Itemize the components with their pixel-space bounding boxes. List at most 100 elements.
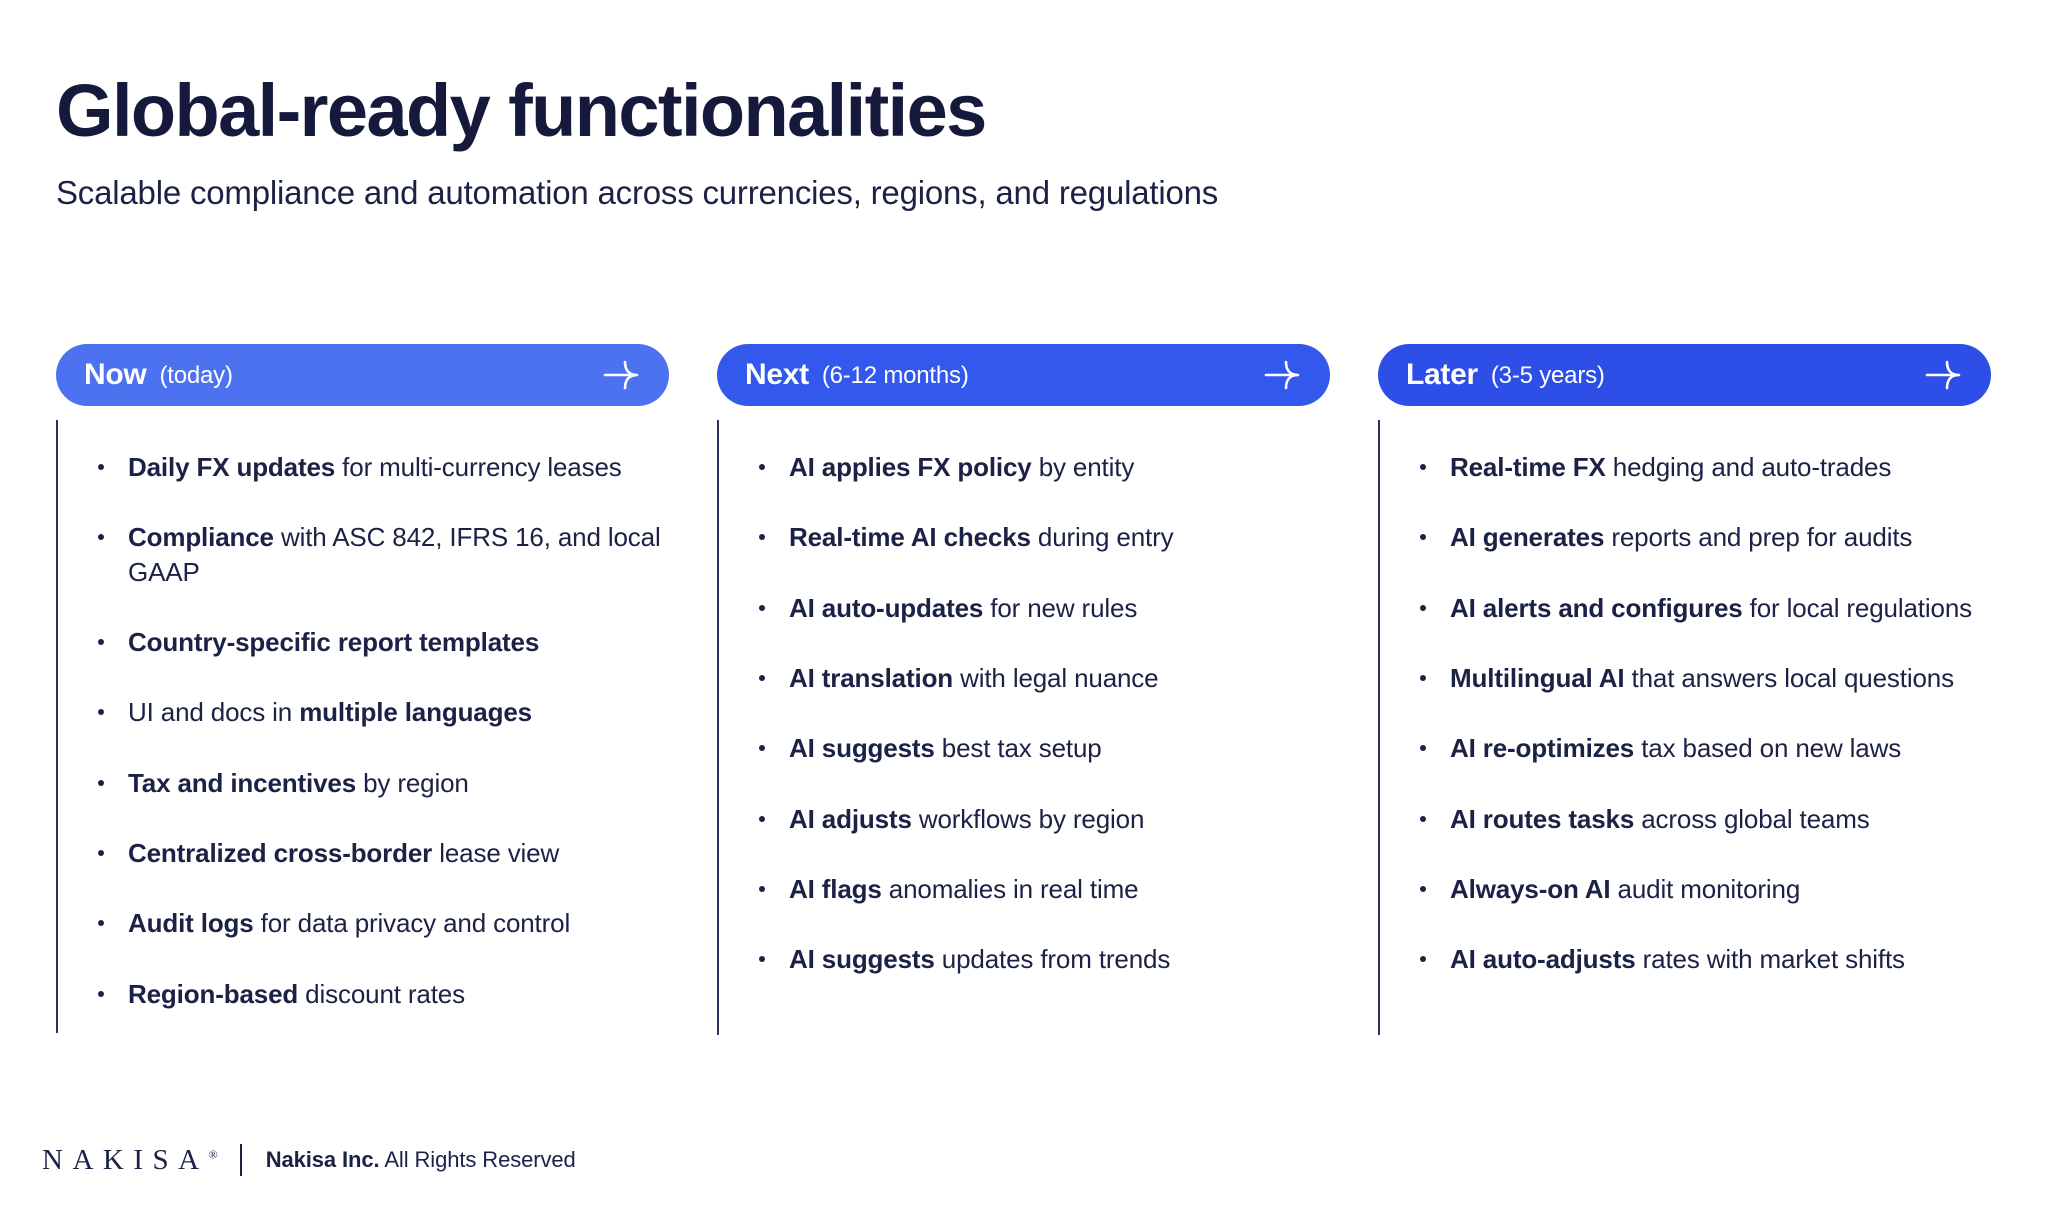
list-item-emphasis: AI routes tasks [1450, 803, 1635, 834]
list-item-text: by entity [1031, 452, 1135, 482]
list-item-text: reports and prep for audits [1604, 522, 1913, 553]
nakisa-logo-text: NAKISA [42, 1143, 209, 1176]
list-item: AI flags anomalies in real time [719, 872, 1330, 906]
page-title: Global-ready functionalities [56, 69, 987, 152]
list-item-emphasis-trailing: multiple languages [299, 697, 532, 728]
column-body-now: Daily FX updates for multi-currency leas… [56, 420, 669, 1033]
list-item-text: UI and docs in [128, 697, 300, 728]
arrow-right-icon[interactable] [601, 358, 643, 392]
list-item-text: for local regulations [1742, 592, 1972, 623]
list-item-text: lease view [432, 837, 560, 868]
list-item-emphasis: Country-specific report templates [128, 626, 540, 657]
list-item-emphasis: AI adjusts [789, 803, 912, 834]
list-item-emphasis: Daily FX updates [128, 452, 336, 482]
column-badge-subtitle: (6-12 months) [821, 362, 969, 389]
list-item-text: best tax setup [934, 733, 1102, 764]
list-item-emphasis: Tax and incentives [128, 767, 357, 798]
list-item-text: with legal nuance [953, 662, 1159, 693]
list-item-emphasis: Centralized cross-border [128, 837, 433, 868]
list-item: AI applies FX policy by entity [719, 450, 1330, 484]
arrow-right-icon[interactable] [1262, 358, 1304, 392]
list-item-emphasis: AI flags [789, 873, 882, 904]
list-item-emphasis: AI re-optimizes [1450, 733, 1635, 764]
list-item: Audit logs for data privacy and control [58, 906, 669, 940]
copyright-text: Nakisa Inc. All Rights Reserved [266, 1147, 576, 1173]
list-item-emphasis: Multilingual AI [1450, 662, 1625, 693]
list-item-emphasis: Real-time AI checks [789, 522, 1031, 553]
list-item: Multilingual AI that answers local quest… [1380, 661, 1991, 695]
list-item-text: audit monitoring [1610, 873, 1801, 904]
list-item: Tax and incentives by region [58, 766, 669, 800]
list-item: Compliance with ASC 842, IFRS 16, and lo… [58, 520, 669, 589]
list-item-text: with ASC 842, IFRS 16, and local GAAP [128, 522, 661, 587]
list-item-text: for new rules [983, 592, 1138, 623]
list-item: AI routes tasks across global teams [1380, 802, 1991, 836]
copyright-company: Nakisa Inc. [265, 1147, 380, 1172]
list-item: UI and docs in multiple languages [58, 695, 669, 729]
column-badge-title: Next [745, 358, 809, 391]
roadmap-column-now: Now (today) Daily FX updates for multi-cur… [56, 344, 669, 1035]
column-badge-subtitle: (3-5 years) [1490, 362, 1605, 389]
roadmap-column-next: Next (6-12 months) AI applies FX policy by… [717, 344, 1330, 1035]
list-item-text: for multi-currency leases [335, 452, 622, 482]
list-item-emphasis: Region-based [128, 978, 299, 1009]
list-item: AI generates reports and prep for audits [1380, 520, 1991, 554]
list-item: Real-time FX hedging and auto-trades [1380, 450, 1991, 484]
registered-trademark-icon: ® [208, 1146, 218, 1161]
list-item-text: during entry [1030, 522, 1174, 553]
list-item-text: discount rates [298, 978, 465, 1009]
column-badge-title: Now [84, 358, 147, 391]
list-item-emphasis: Always-on AI [1450, 873, 1611, 904]
column-badge-subtitle: (today) [159, 362, 233, 389]
list-item-emphasis: AI alerts and configures [1450, 592, 1743, 623]
column-badge-later[interactable]: Later (3-5 years) [1378, 344, 1991, 406]
slide-footer: NAKISA® Nakisa Inc. All Rights Reserved [42, 1140, 576, 1180]
list-item-emphasis: AI auto-adjusts [1450, 944, 1636, 975]
list-item: AI re-optimizes tax based on new laws [1380, 731, 1991, 765]
list-item-emphasis: AI generates [1450, 522, 1605, 553]
list-item: Centralized cross-border lease view [58, 836, 669, 870]
nakisa-logo: NAKISA® [42, 1144, 222, 1177]
copyright-rights: All Rights Reserved [379, 1147, 576, 1172]
slide-header: Global-ready functionalities Scalable co… [56, 69, 1956, 214]
list-item: Always-on AI audit monitoring [1380, 872, 1991, 906]
column-badge-now[interactable]: Now (today) [56, 344, 669, 406]
list-item-emphasis: AI applies FX policy [789, 452, 1032, 482]
list-item-text: rates with market shifts [1635, 944, 1905, 975]
column-badge-title: Later [1406, 358, 1478, 391]
footer-divider [239, 1144, 242, 1176]
feature-list-later: Real-time FX hedging and auto-trades AI g… [1380, 450, 1991, 977]
list-item-text: workflows by region [911, 803, 1145, 834]
list-item-text: that answers local questions [1624, 662, 1955, 693]
list-item-text: hedging and auto-trades [1605, 452, 1892, 482]
list-item: AI alerts and configures for local regul… [1380, 591, 1991, 625]
roadmap-column-later: Later (3-5 years) Real-time FX hedging and… [1378, 344, 1991, 1035]
list-item: AI adjusts workflows by region [719, 802, 1330, 836]
arrow-right-icon[interactable] [1923, 358, 1965, 392]
list-item: AI suggests updates from trends [719, 942, 1330, 976]
list-item-text: anomalies in real time [881, 873, 1139, 904]
list-item: AI auto-adjusts rates with market shifts [1380, 942, 1991, 976]
list-item-emphasis: AI suggests [789, 733, 935, 764]
roadmap-columns: Now (today) Daily FX updates for multi-cur… [56, 344, 1992, 1035]
list-item-text: updates from trends [934, 944, 1171, 975]
page-subtitle: Scalable compliance and automation acros… [56, 174, 1219, 212]
list-item-text: by region [356, 767, 469, 798]
column-badge-next[interactable]: Next (6-12 months) [717, 344, 1330, 406]
list-item-emphasis: Compliance [128, 522, 274, 553]
list-item: AI translation with legal nuance [719, 661, 1330, 695]
list-item: Real-time AI checks during entry [719, 520, 1330, 554]
list-item-text: for data privacy and control [253, 908, 571, 939]
list-item-emphasis: AI auto-updates [789, 592, 984, 623]
list-item-emphasis: Audit logs [128, 908, 254, 939]
list-item: Country-specific report templates [58, 625, 669, 659]
column-body-later: Real-time FX hedging and auto-trades AI g… [1378, 420, 1991, 1035]
list-item: Daily FX updates for multi-currency leas… [58, 450, 669, 484]
list-item-emphasis: AI suggests [789, 944, 935, 975]
list-item-text: across global teams [1634, 803, 1870, 834]
list-item: AI auto-updates for new rules [719, 591, 1330, 625]
feature-list-now: Daily FX updates for multi-currency leas… [58, 450, 669, 1011]
